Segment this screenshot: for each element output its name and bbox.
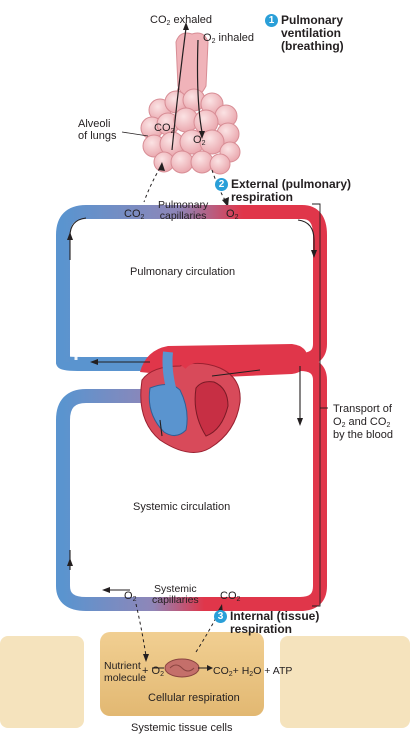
lung-o2-label: O2 xyxy=(193,134,206,147)
o2-reactant-label: + O2 xyxy=(142,665,164,678)
tissue-cells xyxy=(0,632,410,728)
step-1-title-line3: (breathing) xyxy=(281,39,344,53)
pulmonary-loop xyxy=(56,205,327,371)
step-1-badge: 1 xyxy=(265,14,278,27)
step-2-title-line1: External (pulmonary) xyxy=(231,177,352,191)
o2-inhaled-label: O2 inhaled xyxy=(203,32,255,45)
lung-co2-label: CO2 xyxy=(154,122,175,135)
systemic-loop xyxy=(56,357,327,611)
step-2-badge: 2 xyxy=(215,178,228,191)
heart xyxy=(140,344,308,453)
step-1-title-line2: ventilation xyxy=(281,26,342,40)
transport-bracket xyxy=(312,203,328,607)
step-3-internal-respiration: 3 Internal (tissue) respiration xyxy=(214,610,319,636)
step-2-title-line2: respiration xyxy=(231,190,294,204)
transport-label: Transport of O2 and CO2 by the blood xyxy=(333,403,393,441)
systemic-capillaries-o2: O2 xyxy=(124,590,137,603)
step-3-title-line2: respiration xyxy=(230,622,293,636)
step-3-title-line1: Internal (tissue) xyxy=(230,609,320,623)
cellular-respiration-label: Cellular respiration xyxy=(148,692,240,704)
mitochondrion xyxy=(164,658,200,678)
nutrient-molecule-label: Nutrient molecule xyxy=(104,660,147,684)
alveoli-label: Alveoli of lungs xyxy=(78,118,117,142)
step-3-badge: 3 xyxy=(214,610,227,623)
pulmonary-capillaries-label: Pulmonary capillaries xyxy=(158,199,209,222)
pulmonary-capillaries-co2: CO2 xyxy=(124,208,145,221)
lung-alveoli xyxy=(121,22,241,175)
co2-exhaled-label: CO2 exhaled xyxy=(150,14,212,27)
systemic-circulation-label: Systemic circulation xyxy=(133,501,231,513)
step-1-title-line1: Pulmonary xyxy=(281,13,344,27)
pulmonary-circulation-label: Pulmonary circulation xyxy=(130,266,236,278)
systemic-capillaries-label: Systemic capillaries xyxy=(152,583,199,606)
systemic-tissue-cells-label: Systemic tissue cells xyxy=(131,722,233,734)
pulmonary-capillaries-o2: O2 xyxy=(226,208,239,221)
products-label: CO2+ H2O + ATP xyxy=(213,665,293,678)
systemic-capillaries-co2: CO2 xyxy=(220,590,241,603)
step-2-external-respiration: 2 External (pulmonary) respiration xyxy=(215,178,351,204)
step-1-pulmonary-ventilation: 1 Pulmonary ventilation (breathing) xyxy=(265,14,344,53)
